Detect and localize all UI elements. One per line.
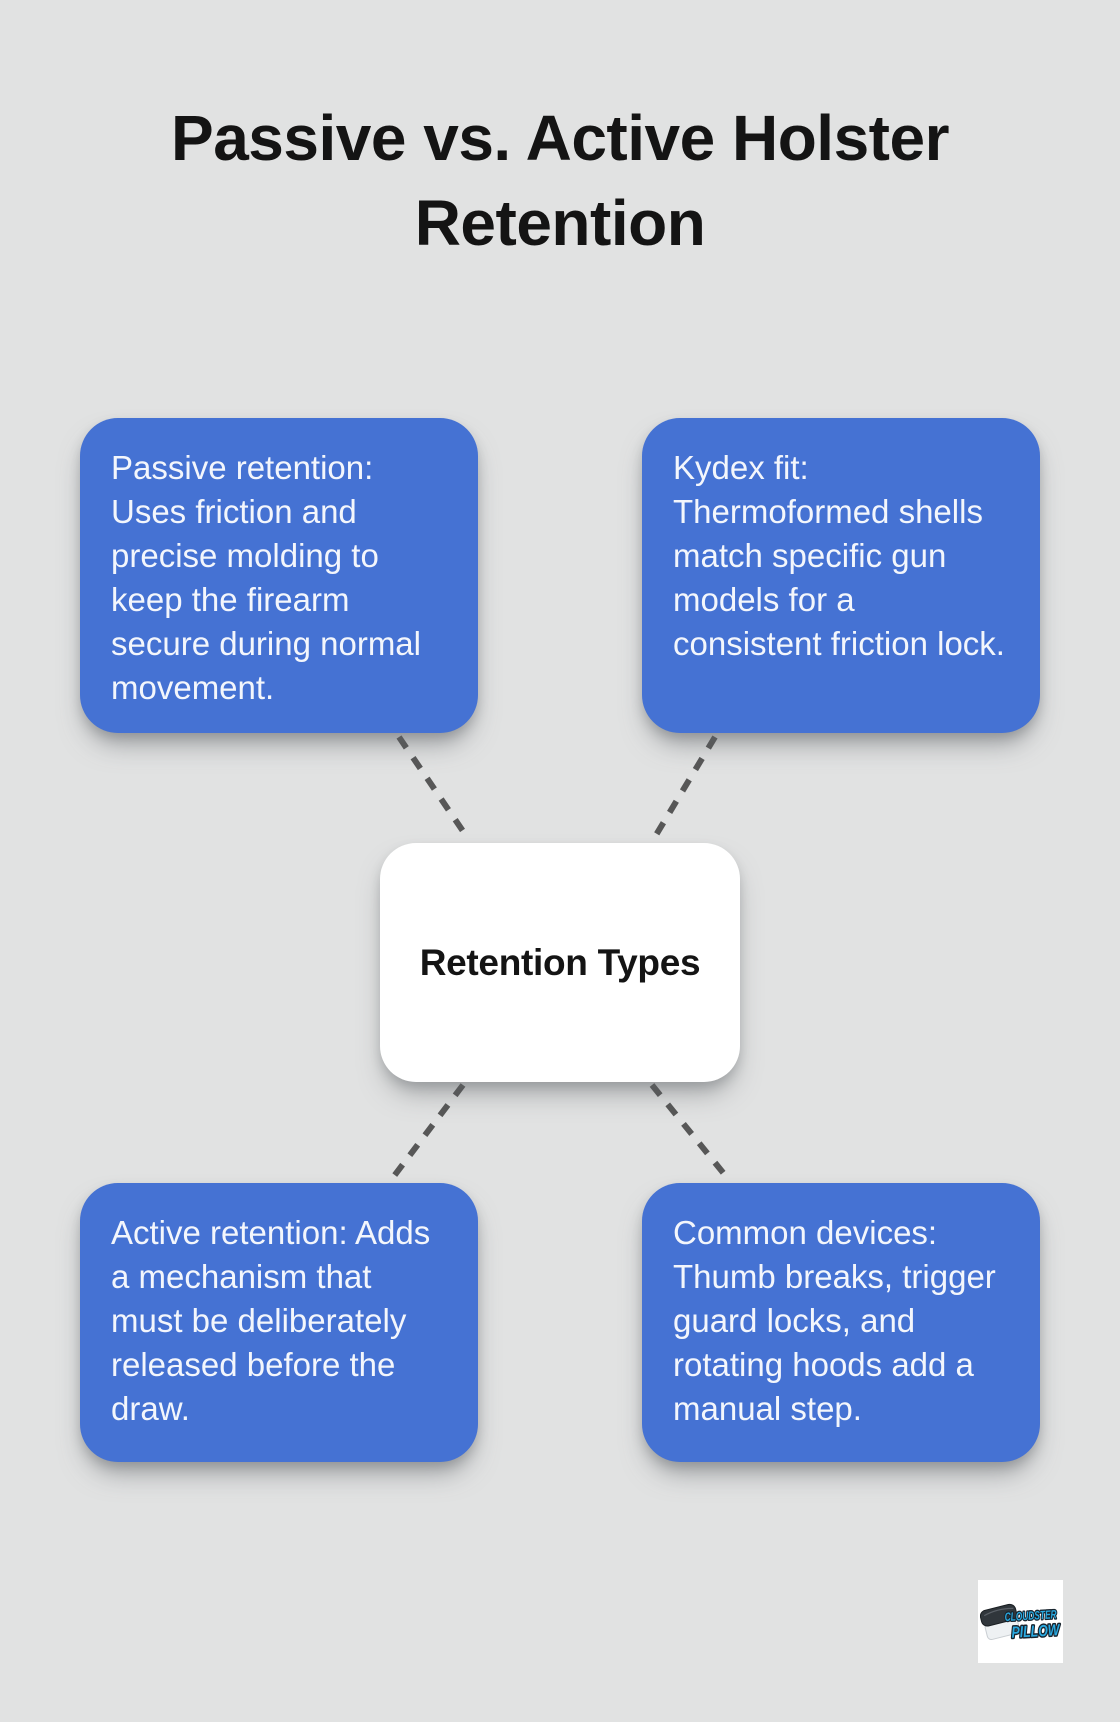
node-text: Kydex fit: Thermoformed shells match spe… <box>673 449 1005 662</box>
node-text: Passive retention: Uses friction and pre… <box>111 449 421 706</box>
node-text: Common devices: Thumb breaks, trigger gu… <box>673 1214 996 1427</box>
connector-top-right <box>650 735 718 842</box>
connector-bottom-left <box>388 1083 466 1182</box>
brand-logo: CLOUDSTER PILLOW <box>978 1580 1063 1663</box>
center-node-label: Retention Types <box>419 941 701 983</box>
node-text: Active retention: Adds a mechanism that … <box>111 1214 431 1427</box>
page-title: Passive vs. Active Holster Retention <box>171 102 949 259</box>
node-kydex-fit: Kydex fit: Thermoformed shells match spe… <box>642 418 1040 733</box>
node-common-devices: Common devices: Thumb breaks, trigger gu… <box>642 1183 1040 1462</box>
node-active-retention: Active retention: Adds a mechanism that … <box>80 1183 478 1462</box>
logo-text-line2: PILLOW <box>1011 1622 1061 1642</box>
pillow-icon <box>979 1603 1020 1640</box>
center-node-retention-types: Retention Types <box>380 843 740 1082</box>
connector-top-left <box>396 735 472 842</box>
connector-bottom-right <box>649 1083 732 1182</box>
logo-text-line1: CLOUDSTER <box>1004 1607 1057 1624</box>
node-passive-retention: Passive retention: Uses friction and pre… <box>80 418 478 733</box>
